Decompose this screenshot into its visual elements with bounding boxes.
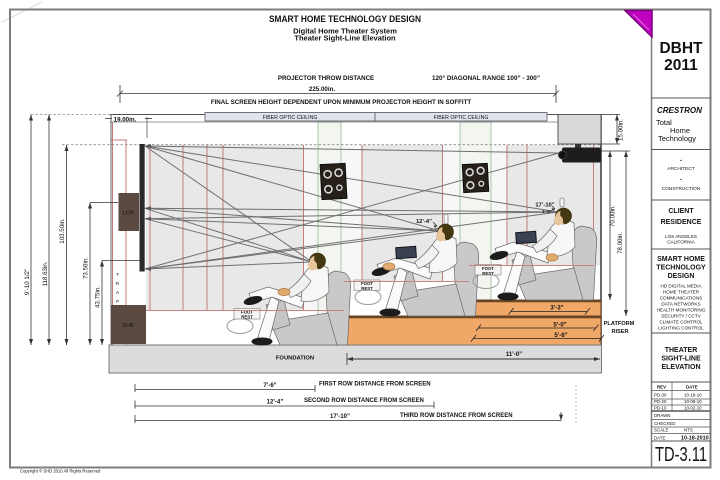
svg-text:DATE: DATE: [686, 385, 698, 390]
svg-text:CALIFORNIA: CALIFORNIA: [667, 240, 696, 245]
svg-text:TECHNOLOGY: TECHNOLOGY: [656, 265, 706, 272]
svg-text:5’-6”: 5’-6”: [554, 333, 567, 339]
svg-text:•: •: [680, 178, 682, 183]
svg-text:DATA NETWORKS: DATA NETWORKS: [661, 302, 700, 307]
svg-text:REV: REV: [657, 385, 666, 390]
svg-text:3’-3”: 3’-3”: [550, 306, 563, 312]
svg-text:SECURITY / CCTV: SECURITY / CCTV: [661, 314, 701, 319]
svg-text:SECOND ROW DISTANCE FROM SCREE: SECOND ROW DISTANCE FROM SCREEN: [304, 398, 424, 404]
svg-text:SIGHT-LINE: SIGHT-LINE: [661, 356, 701, 363]
svg-text:Digital Home Theater System: Digital Home Theater System: [293, 27, 397, 36]
svg-text:HOME THEATER: HOME THEATER: [663, 290, 700, 295]
svg-text:PLATFORM: PLATFORM: [604, 321, 635, 327]
svg-text:PD-30: PD-30: [654, 393, 667, 398]
svg-text:NTS: NTS: [684, 428, 693, 433]
svg-text:DRAWN: DRAWN: [654, 413, 670, 418]
svg-text:2011: 2011: [664, 57, 698, 74]
svg-text:DESIGN: DESIGN: [668, 273, 695, 280]
svg-text:10-18-10: 10-18-10: [684, 393, 702, 398]
svg-text:REST: REST: [361, 286, 373, 291]
svg-text:CHECKED: CHECKED: [654, 421, 675, 426]
svg-text:12’-4”: 12’-4”: [267, 400, 284, 406]
svg-text:SCALE: SCALE: [654, 428, 668, 433]
svg-text:120° DIAGONAL RANGE 100” - 300: 120° DIAGONAL RANGE 100” - 300”: [432, 75, 540, 82]
svg-text:FOOT: FOOT: [482, 266, 494, 271]
svg-text:CLIMATE CONTROL: CLIMATE CONTROL: [659, 320, 703, 325]
svg-text:PROJECTOR THROW DISTANCE: PROJECTOR THROW DISTANCE: [278, 75, 374, 82]
svg-text:HEALTH MONITORING: HEALTH MONITORING: [657, 308, 706, 313]
svg-text:1’-9”: 1’-9”: [542, 209, 552, 214]
svg-text:Copyright © SHD 2010 All Right: Copyright © SHD 2010 All Rights Reserved: [20, 469, 101, 474]
svg-text:PD-10: PD-10: [654, 406, 667, 411]
svg-text:19.00in.: 19.00in.: [114, 117, 137, 124]
svg-text:RESIDENCE: RESIDENCE: [661, 219, 702, 226]
svg-text:CONSTRUCTION: CONSTRUCTION: [662, 186, 701, 192]
svg-text:TD-3.11: TD-3.11: [655, 444, 707, 466]
svg-text:T: T: [116, 272, 119, 277]
svg-text:70.00in.: 70.00in.: [610, 205, 617, 227]
svg-text:A: A: [116, 290, 120, 295]
svg-text:THIRD ROW DISTANCE FROM SCREEN: THIRD ROW DISTANCE FROM SCREEN: [400, 413, 513, 419]
svg-text:15.00in.: 15.00in.: [618, 119, 625, 141]
svg-text:17’-10”: 17’-10”: [330, 414, 350, 420]
svg-text:CRESTRON: CRESTRON: [657, 106, 702, 115]
svg-text:Home: Home: [670, 126, 690, 135]
svg-text:11’-0”: 11’-0”: [506, 352, 522, 358]
svg-text:SMART HOME: SMART HOME: [657, 256, 705, 263]
svg-text:FIBER OPTIC CEILING: FIBER OPTIC CEILING: [263, 115, 318, 121]
svg-text:225.00in.: 225.00in.: [309, 86, 335, 93]
svg-text:10-08-10: 10-08-10: [684, 399, 702, 404]
svg-text:LOS ANGELES: LOS ANGELES: [665, 234, 697, 239]
svg-text:10-18-2010: 10-18-2010: [681, 436, 709, 442]
svg-text:73.56in.: 73.56in.: [83, 257, 90, 279]
svg-text:FIBER OPTIC CEILING: FIBER OPTIC CEILING: [434, 115, 489, 121]
svg-text:FIRST ROW DISTANCE FROM SCREEN: FIRST ROW DISTANCE FROM SCREEN: [319, 382, 431, 388]
svg-text:LCR: LCR: [123, 211, 134, 217]
svg-text:HD DIGITAL MEDIA: HD DIGITAL MEDIA: [660, 284, 702, 289]
svg-text:FOOT: FOOT: [361, 281, 373, 286]
svg-text:78.00in.: 78.00in.: [617, 232, 624, 254]
svg-text:P: P: [116, 299, 119, 304]
svg-text:RISER: RISER: [611, 329, 628, 335]
svg-text:118.63in.: 118.63in.: [42, 261, 49, 286]
svg-text:COMMUNICATIONS: COMMUNICATIONS: [660, 296, 703, 301]
svg-text:10-02-10: 10-02-10: [684, 406, 702, 411]
svg-text:FINAL SCREEN HEIGHT DEPENDENT: FINAL SCREEN HEIGHT DEPENDENT UPON MINIM…: [211, 99, 472, 106]
svg-text:PD-20: PD-20: [654, 399, 667, 404]
svg-text:17’-10”: 17’-10”: [535, 203, 554, 209]
svg-text:FOUNDATION: FOUNDATION: [276, 356, 314, 362]
svg-text:REST: REST: [482, 271, 494, 276]
svg-text:FOOT: FOOT: [241, 310, 253, 315]
svg-text:Theater Sight-Line Elevation: Theater Sight-Line Elevation: [294, 34, 396, 43]
svg-text:LIGHTING CONTROL: LIGHTING CONTROL: [658, 326, 704, 331]
svg-text:Technology: Technology: [658, 134, 696, 143]
svg-text:SMART HOME TECHNOLOGY DESIGN: SMART HOME TECHNOLOGY DESIGN: [269, 14, 421, 25]
svg-text:DBHT: DBHT: [659, 40, 703, 57]
svg-text:ARCHITECT: ARCHITECT: [667, 166, 695, 172]
svg-text:CLIENT: CLIENT: [668, 208, 694, 215]
svg-text:7’-6”: 7’-6”: [263, 383, 276, 389]
svg-text:•: •: [680, 159, 682, 164]
svg-text:5’-0”: 5’-0”: [553, 323, 566, 329]
svg-text:ELEVATION: ELEVATION: [661, 364, 700, 371]
svg-text:12’-4”: 12’-4”: [416, 219, 432, 225]
svg-text:DATE: DATE: [654, 436, 665, 441]
svg-text:9’-10 1/2”: 9’-10 1/2”: [24, 269, 31, 295]
svg-text:103.50in.: 103.50in.: [59, 218, 66, 244]
svg-text:43.75in.: 43.75in.: [95, 286, 102, 308]
svg-text:REST: REST: [241, 315, 253, 320]
svg-text:SUB: SUB: [122, 323, 134, 329]
svg-text:R: R: [116, 281, 120, 286]
svg-text:Total: Total: [656, 118, 672, 127]
svg-text:THEATER: THEATER: [665, 347, 698, 354]
